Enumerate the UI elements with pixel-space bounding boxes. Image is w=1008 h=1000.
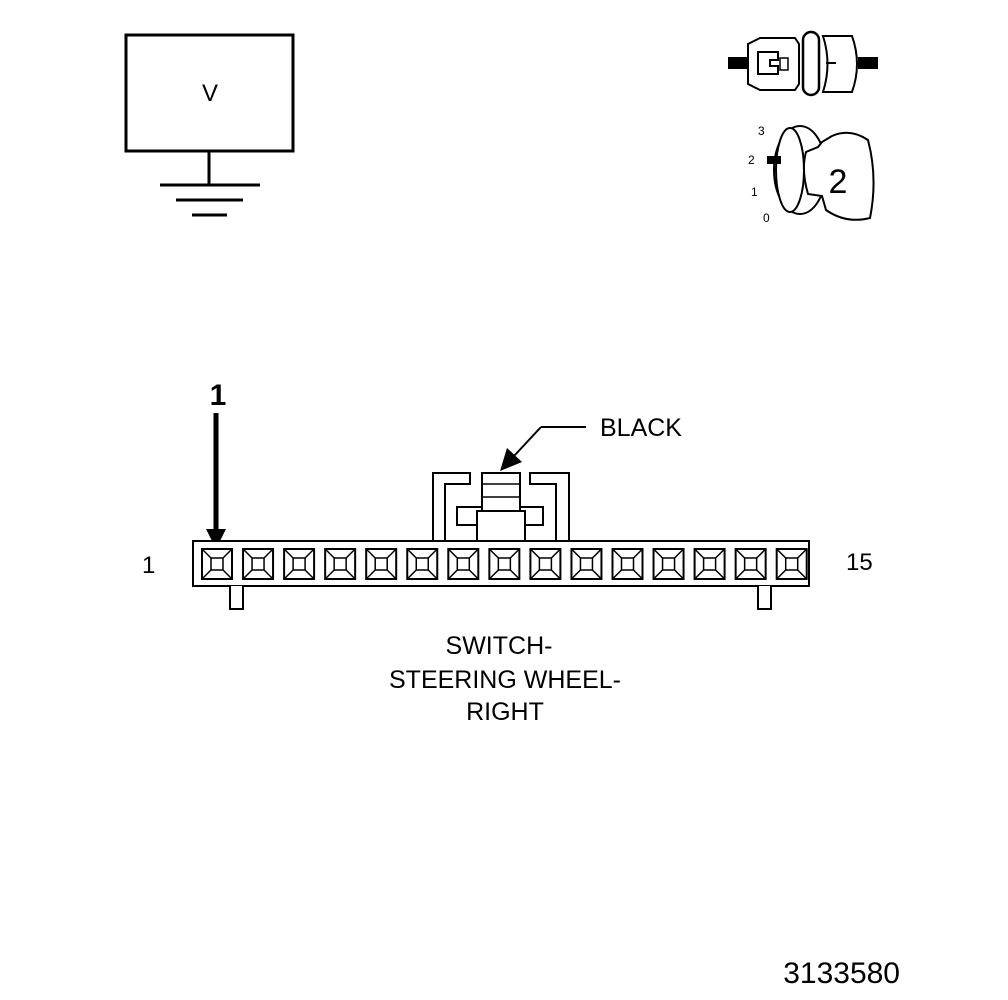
pin-callout-arrow (206, 413, 226, 549)
connector-pin-1 (201, 548, 233, 580)
color-callout-arrow (500, 426, 586, 471)
connector-pin-14 (734, 548, 767, 580)
connector-pin-8 (488, 548, 521, 580)
voltmeter-symbol: V (124, 33, 295, 217)
ignition-position-2: 2 (748, 153, 755, 167)
ignition-key-label: 2 (829, 163, 848, 201)
connector-pin-15 (775, 548, 808, 580)
connector-pin-4 (324, 548, 357, 580)
connector-pin-5 (365, 548, 398, 580)
connector-pin-6 (406, 548, 439, 580)
connector-pin-11 (611, 548, 644, 580)
connector-pins (201, 548, 808, 580)
ignition-position-0: 0 (763, 211, 770, 225)
pin-callout-label: 1 (210, 379, 227, 412)
connector-name: SWITCH- STEERING WHEEL- RIGHT (389, 632, 621, 726)
connector-color-label: BLACK (600, 414, 682, 442)
connector-pin-7 (447, 548, 480, 580)
disconnected-connector-icon (728, 30, 878, 97)
figure-id: 3133580 (783, 957, 900, 990)
connector-pin-3 (283, 548, 316, 580)
ignition-position-3: 3 (758, 124, 765, 138)
connector-pin-9 (529, 548, 562, 580)
connector-pin-12 (652, 548, 685, 580)
ignition-position-1: 1 (751, 185, 758, 199)
connector-lock-tab (432, 472, 570, 542)
connector-pin-10 (570, 548, 603, 580)
ignition-switch-icon: 3 2 1 0 2 (748, 124, 875, 225)
connector-pin-13 (693, 548, 726, 580)
ground-icon (160, 151, 260, 217)
connector-pin-2 (242, 548, 275, 580)
connector-name-line-3: RIGHT (466, 698, 544, 726)
connector-name-line-1: SWITCH- (446, 632, 553, 660)
voltmeter-label: V (202, 80, 218, 107)
last-pin-label: 15 (846, 549, 873, 576)
connector-name-line-2: STEERING WHEEL- (389, 666, 621, 694)
first-pin-label: 1 (142, 552, 155, 579)
